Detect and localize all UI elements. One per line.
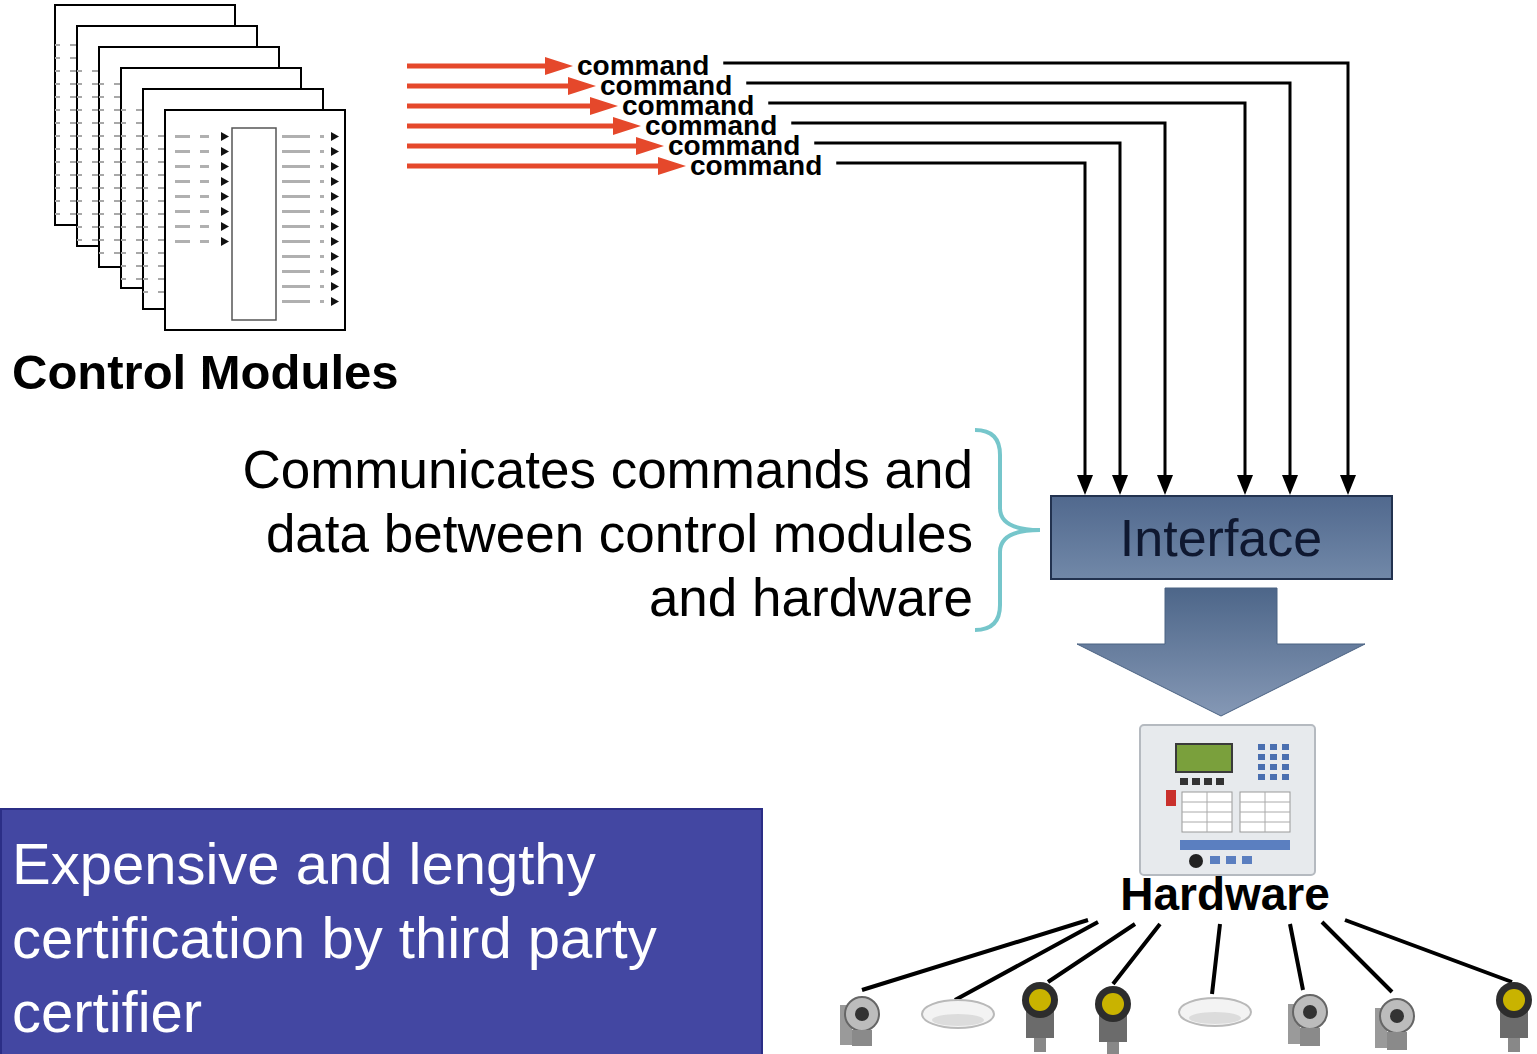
arrowhead [1157,475,1173,495]
command-line [723,63,1348,477]
fire-panel-illustration [1140,725,1315,875]
edge-label: command [690,156,822,176]
command-connector [407,117,1173,495]
smoke-detector [922,1000,994,1028]
interface-box: Interface [1050,495,1393,580]
gas-detector [1496,982,1532,1052]
block-arrow [1077,588,1365,716]
edge-label: command [600,76,732,96]
flame-detector [1375,999,1414,1050]
command-arrow-red [407,144,638,149]
arrowhead [1340,475,1356,495]
gas-detector [1095,986,1131,1054]
command-arrowhead-red [636,137,664,155]
arrowhead [1077,475,1093,495]
command-arrow-red [407,104,592,109]
command-arrow-red [407,164,660,169]
arrowhead [1237,475,1253,495]
command-line [814,143,1120,477]
edge-label: command [645,116,777,136]
node-text: Hardware [1100,870,1350,918]
hardware-node: Hardware [1100,716,1350,921]
flame-detector [1288,995,1327,1046]
command-line [768,103,1245,477]
node-text: Control Modules [12,344,405,400]
gas-detector [1022,982,1058,1052]
bracket-note: Communicates commands and data between c… [228,438,973,630]
field-devices [840,982,1532,1054]
command-arrowhead-red [613,117,641,135]
edge-label: command [577,56,709,76]
command-connector [407,97,1253,495]
arrowhead [1282,475,1298,495]
certification-note-box: Expensive and lengthy certification by t… [0,808,763,1054]
command-arrowhead-red [568,77,596,95]
edge-label: command [622,96,754,116]
command-line [791,123,1165,477]
command-connector [407,57,1356,495]
arrowhead [1112,475,1128,495]
node-text: Interface [1120,508,1322,568]
command-arrow-red [407,124,615,129]
command-arrowhead-red [658,157,686,175]
module-sheet-stack [55,5,345,330]
node-text: Expensive and lengthy certification by t… [12,827,749,1049]
block-arrow-shape [1077,588,1365,716]
command-line [836,163,1085,477]
command-arrow-red [407,64,547,69]
edge-label: command [668,136,800,156]
command-connector [407,77,1298,495]
command-arrow-red [407,84,570,89]
flame-detector [840,997,879,1046]
command-arrowhead-red [545,57,573,75]
command-arrowhead-red [590,97,618,115]
module-stack-node: Control Modules [12,2,405,402]
command-line [746,83,1290,477]
curly-bracket [975,430,1040,630]
smoke-detector [1179,998,1251,1026]
device-wires [862,920,1512,1000]
